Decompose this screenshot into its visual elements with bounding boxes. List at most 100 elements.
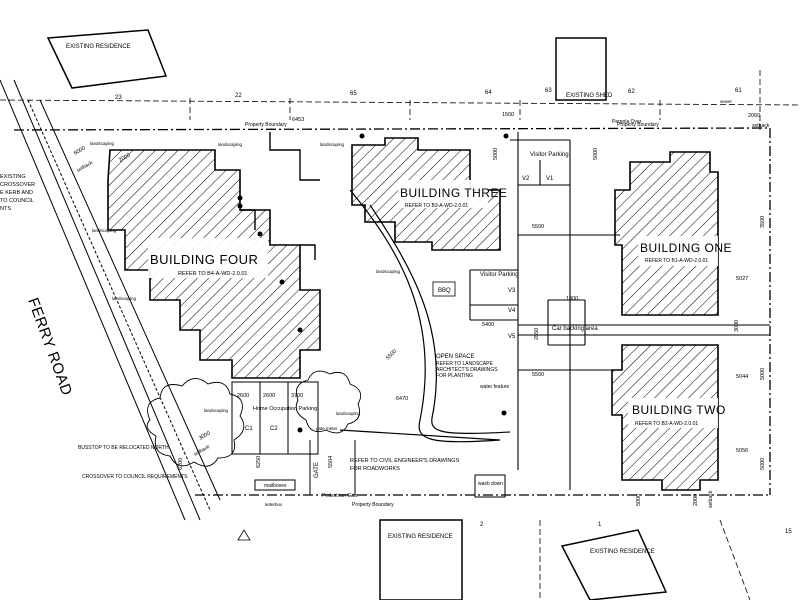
existing-residence-br-label: EXISTING RESIDENCE xyxy=(590,549,655,555)
home-occupation-label: Home Occupation Parking xyxy=(253,406,317,412)
civil-note: REFER TO CIVIL ENGINEER'S DRAWINGS FOR R… xyxy=(350,458,460,472)
ex-crossover-line-3: E KERB AND xyxy=(0,190,33,196)
dim-5044: 5044 xyxy=(736,374,748,380)
building-four-east-wall xyxy=(240,132,320,260)
ex-crossover-line-4: TO COUNCIL xyxy=(0,198,34,204)
dim-3000b: 3000 xyxy=(734,320,740,332)
civil-line-2: FOR ROADWORKS xyxy=(350,466,400,472)
lot-2: 2 xyxy=(480,522,484,528)
visitor-parking-top: Visitor Parking V2 V1 xyxy=(522,152,569,182)
landscaping-tag-6: landscaping xyxy=(376,269,401,274)
home-occupation-parking xyxy=(231,381,319,455)
setback-right-top: setback xyxy=(752,123,770,129)
building-four-ref: REFER TO B4-A-WD-2.0.01 xyxy=(178,271,247,277)
dim-2000b: 2000 xyxy=(693,494,699,506)
building-three-name: BUILDING THREE xyxy=(400,186,507,200)
dim-5056: 5056 xyxy=(736,448,748,454)
dim-5000b: 5000 xyxy=(593,148,599,160)
property-boundary xyxy=(13,127,771,496)
property-boundary-bottom-label: Property Boundary xyxy=(352,502,394,508)
lot-numbers: 23 22 65 64 63 62 61 2 1 15 xyxy=(115,88,792,535)
bbq-box xyxy=(432,281,456,297)
dim-2600b: 2600 xyxy=(263,393,275,399)
dim-6250: 6250 xyxy=(256,456,262,468)
setback-left-top: setback xyxy=(76,160,94,174)
mailboxes-label: mailboxes xyxy=(264,483,287,489)
existing-shed-label: EXISTING SHED xyxy=(566,93,613,99)
visitor-parking-mid: Visitor Parking V3 V4 V5 xyxy=(480,272,519,340)
lot-62: 62 xyxy=(628,89,635,95)
driveway-lines xyxy=(469,132,770,490)
building-three-ref: REFER TO B3-A-WD-2.0.01 xyxy=(405,203,468,209)
dim-5400: 5400 xyxy=(482,322,494,328)
dim-5000e: 5000 xyxy=(760,458,766,470)
existing-crossover-note: EXISTING CROSSOVER E KERB AND TO COUNCIL… xyxy=(0,174,35,212)
pedestrian-gate-label: Pedestrian Gate xyxy=(322,493,358,499)
dim-2600a: 2600 xyxy=(237,393,249,399)
dim-5500b: 5500 xyxy=(532,372,544,378)
building-one-ref: REFER TO B1-A-WD-2.0.01 xyxy=(645,258,708,264)
north-marker xyxy=(237,529,251,541)
landscaping-tag-5: landscaping xyxy=(112,296,137,301)
building-two: BUILDING TWO REFER TO B2-A-WD-2.0.01 xyxy=(611,344,726,491)
dim-1800: 1800 xyxy=(566,296,578,302)
fence-markers xyxy=(237,133,509,433)
ex-crossover-line-5: NTS xyxy=(0,206,11,212)
dim-1500: 1500 xyxy=(502,112,514,118)
lot-23: 23 xyxy=(115,95,122,101)
lot-15: 15 xyxy=(785,529,792,535)
wash-down-label: wash down xyxy=(478,481,503,487)
dim-5500c: 5500 xyxy=(385,349,398,362)
lot-22: 22 xyxy=(235,93,242,99)
open-space-line-4: FOR PLANTING xyxy=(436,373,473,379)
dim-6200: 6200 xyxy=(178,458,184,470)
car-backing-label: Car backing area xyxy=(552,326,598,332)
lot-61: 61 xyxy=(735,88,742,94)
ex-crossover-line-1: EXISTING xyxy=(0,174,26,180)
dim-6470: 6470 xyxy=(396,396,408,402)
landscaping-tag-2: landscaping xyxy=(218,142,243,147)
existing-shed: EXISTING SHED xyxy=(555,37,613,101)
open-space-line-2: REFER TO LANDSCAPE xyxy=(436,361,493,367)
landscaping-tags: landscaping landscaping landscaping land… xyxy=(90,141,401,416)
v3-label: V3 xyxy=(508,288,516,294)
building-four-name: BUILDING FOUR xyxy=(150,252,258,267)
c2-label: C2 xyxy=(270,426,278,432)
open-space-line-1: OPEN SPACE xyxy=(436,354,475,360)
dim-2000a: 2000 xyxy=(118,152,132,163)
electric-meter-label: gate meter xyxy=(316,426,338,431)
ferry-road-label: FERRY ROAD xyxy=(24,296,75,398)
entry-structures xyxy=(254,440,506,498)
ferry-road xyxy=(0,79,221,521)
property-boundary-top-right-label: Property Boundary xyxy=(617,122,659,128)
v5-label: V5 xyxy=(508,334,516,340)
existing-residence-bl-label: EXISTING RESIDENCE xyxy=(388,534,453,540)
v2-label: V2 xyxy=(522,176,530,182)
dim-2850: 2850 xyxy=(534,328,540,340)
lot-65: 65 xyxy=(350,91,357,97)
building-one: BUILDING ONE REFER TO B1-A-WD-2.0.01 xyxy=(614,151,732,316)
curved-path xyxy=(339,189,511,443)
landscaping-tag-3: landscaping xyxy=(320,142,345,147)
existing-residence-tl-label: EXISTING RESIDENCE xyxy=(66,44,131,50)
building-one-footprint xyxy=(614,151,719,316)
dim-5500a: 5500 xyxy=(532,224,544,230)
dim-5027: 5027 xyxy=(736,276,748,282)
visitor-parking-mid-label: Visitor Parking xyxy=(480,272,519,278)
landscaping-tag-1: landscaping xyxy=(90,141,115,146)
setback-right-bottom: setback xyxy=(708,490,714,508)
dim-6453: 6453 xyxy=(292,117,304,123)
civil-line-1: REFER TO CIVIL ENGINEER'S DRAWINGS xyxy=(350,458,460,464)
dim-5000a: 5000 xyxy=(493,148,499,160)
tree-canopy-bottom-left xyxy=(146,370,362,467)
lot-1: 1 xyxy=(598,522,602,528)
v1-label: V1 xyxy=(546,176,554,182)
building-three: BUILDING THREE REFER TO B3-A-WD-2.0.01 xyxy=(351,137,507,251)
building-four: BUILDING FOUR REFER TO B4-A-WD-2.0.01 xyxy=(107,149,321,379)
building-two-name: BUILDING TWO xyxy=(632,403,726,417)
open-space-line-3: ARCHITECT'S DRAWINGS xyxy=(436,367,498,373)
existing-residence-top-left: EXISTING RESIDENCE xyxy=(46,29,168,89)
lot-63: 63 xyxy=(545,88,552,94)
dim-6000: 6000 xyxy=(73,145,87,156)
